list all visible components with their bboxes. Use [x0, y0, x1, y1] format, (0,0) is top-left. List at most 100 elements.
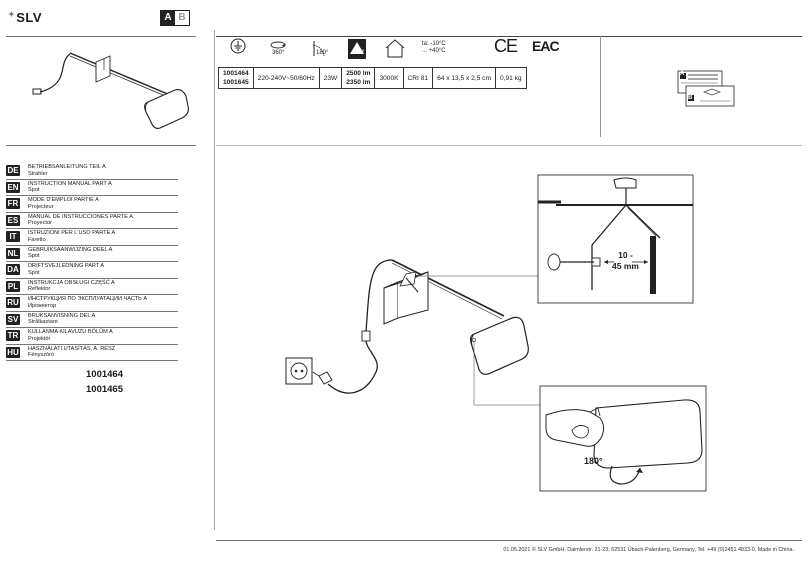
- indoor-house-icon: [385, 39, 405, 58]
- language-code-badge: DE: [6, 165, 20, 176]
- product-thumbnail: [32, 52, 189, 129]
- ambient-temp-low: ta: -10°C: [422, 41, 446, 47]
- manual-title: ISTRUZIONI PER L'USO PARTE A: [28, 230, 116, 236]
- installation-illustration: [285, 174, 707, 492]
- language-code-badge: PL: [6, 280, 20, 292]
- color-temp-cell: 3000K: [374, 67, 404, 89]
- product-number-2: 1001465: [86, 384, 123, 395]
- wall-socket-icon: [285, 357, 313, 385]
- power-cell: 23W: [318, 67, 343, 89]
- tilt-label: 180°: [316, 50, 329, 56]
- rotate-angle-label: 180°: [584, 456, 603, 466]
- product-type: Spot: [28, 253, 40, 260]
- manual-title: BRUKSANVISNING DEL A: [28, 312, 96, 319]
- manual-title: GEBRUIKSAANWIJZING DEEL A: [28, 246, 113, 253]
- tilt-icon: [313, 41, 325, 57]
- manual-parts-icon: [677, 70, 735, 107]
- clamp-gap-label: 10 - 45 mm: [612, 250, 639, 271]
- product-type: Spot: [28, 187, 40, 194]
- manual-icon-a: A: [680, 71, 685, 77]
- part-indicator: A B: [160, 10, 190, 26]
- cable-switch: [361, 330, 371, 342]
- part-b-badge: B: [175, 11, 189, 25]
- product-type: Faretto: [28, 236, 46, 243]
- clamp-detail-box: [537, 174, 694, 304]
- product-type: Fényszóró: [28, 352, 55, 359]
- language-code-badge: NL: [6, 247, 20, 259]
- language-code-badge: ES: [6, 214, 20, 226]
- ambient-temp-high: ... +40°C: [422, 48, 446, 54]
- manual-title: MANUAL DE INSTRUCCIONES PARTE A: [28, 213, 133, 220]
- rotate-arrow-icon: [636, 468, 643, 473]
- language-code-badge: RU: [6, 297, 20, 308]
- language-code-badge: DA: [6, 264, 20, 275]
- product-type: Spot: [28, 269, 40, 276]
- plug-icon: [312, 371, 333, 385]
- manual-title: INSTRUCTION MANUAL PART A: [28, 180, 112, 187]
- manual-title: BETRIEBSANLEITUNG TEIL A: [28, 164, 106, 170]
- rotation-icon: [270, 41, 286, 49]
- language-code-badge: IT: [6, 231, 20, 242]
- dimensions-cell: 64 x 13,5 x 2,5 cm: [432, 67, 496, 89]
- part-a-badge: A: [161, 11, 175, 25]
- cri-cell: CRI 81: [402, 67, 434, 89]
- earth-ground-icon: [230, 38, 246, 54]
- clamp-icon: [383, 271, 429, 325]
- language-code-badge: EN: [6, 181, 20, 193]
- spec-icon-row: [230, 38, 405, 59]
- product-type: Proyector: [28, 220, 52, 227]
- beam-angle-label: 120°: [352, 50, 365, 56]
- footer-text: 01.05.2021 © SLV GmbH, Daimlerstr. 21-23…: [503, 547, 794, 553]
- product-type: Reflektor: [28, 286, 51, 293]
- manual-title: ИНСТРУКЦИЯ ПО ЭКСПЛУАТАЦИИ ЧАСТЬ А: [28, 296, 148, 302]
- ce-mark: CE: [494, 36, 518, 56]
- manual-icon-b: B: [688, 95, 693, 101]
- voltage-cell: 220-240V~50/60Hz: [252, 67, 320, 89]
- language-code-badge: HU: [6, 346, 20, 358]
- product-type: Ирожектор: [28, 302, 57, 309]
- product-type: Strahler: [28, 170, 48, 177]
- manual-title: HASZNÁLATI UTASÍTÁS, A. RÉSZ: [28, 345, 116, 352]
- product-type: Projektör: [28, 335, 51, 342]
- eac-mark: EAC: [532, 38, 560, 54]
- product-type: Projecteur: [28, 203, 54, 210]
- logo-star-icon: ✦: [8, 10, 16, 19]
- beam-angle-icon: [348, 39, 366, 59]
- product-type: Strålkastare: [28, 319, 58, 326]
- manual-title: INSTRUKCJA OBSŁUGI CZĘŚĆ A: [28, 279, 115, 286]
- lamp-head-icon: [469, 316, 529, 375]
- brand-logo: ✦SLV: [8, 10, 42, 25]
- language-code-badge: TR: [6, 330, 20, 341]
- rotation-label: 360°: [272, 50, 285, 56]
- manual-title: MODE D'EMPLOI PARTIE A: [28, 197, 99, 203]
- manual-title: DRIFTSVEJLEDNING PART A: [28, 263, 105, 269]
- language-code-badge: FR: [6, 198, 20, 209]
- language-code-badge: SV: [6, 313, 20, 325]
